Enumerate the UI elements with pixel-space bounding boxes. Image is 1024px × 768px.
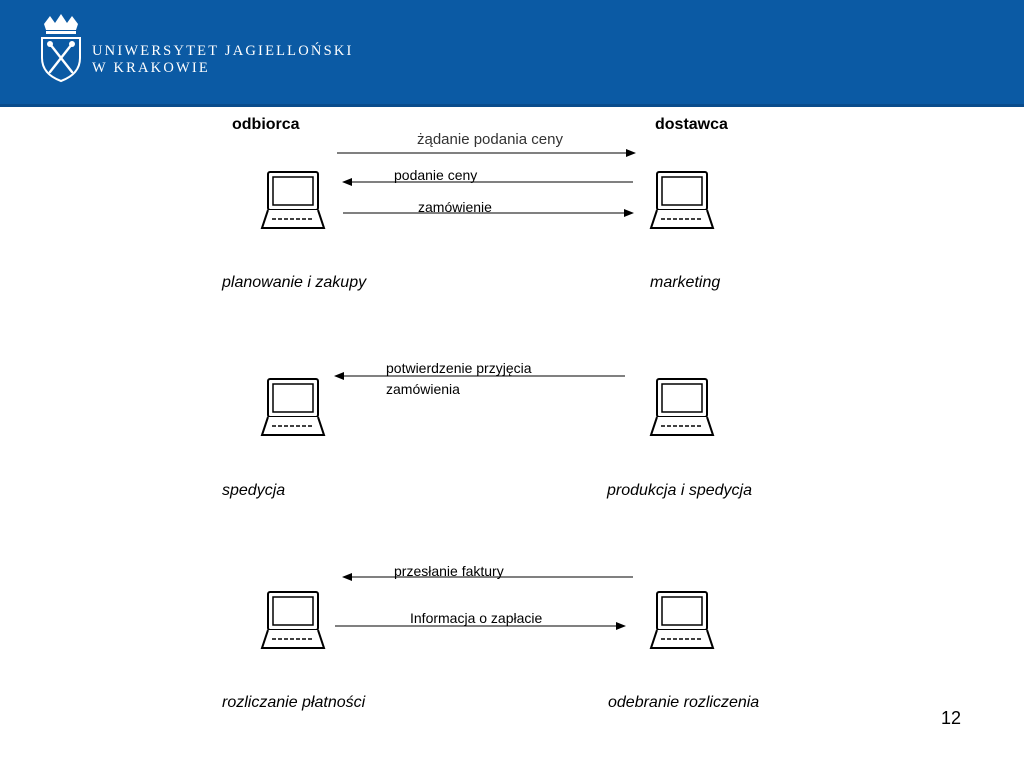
message-label: żądanie podania ceny — [417, 131, 563, 148]
department-label-left: planowanie i zakupy — [222, 274, 367, 291]
computer-icon — [649, 591, 715, 649]
department-label-right: marketing — [650, 274, 721, 291]
department-label-left: spedycja — [222, 482, 286, 499]
page-number: 12 — [941, 708, 962, 728]
role-supplier-heading: dostawca — [655, 116, 728, 133]
message-label: przesłanie faktury — [394, 563, 504, 579]
message-label: zamówienia — [386, 381, 460, 397]
university-crest-icon — [41, 14, 81, 83]
department-label-right: produkcja i spedycja — [607, 482, 752, 499]
department-label-left: rozliczanie płatności — [222, 694, 366, 711]
role-buyer-heading: odbiorca — [232, 116, 300, 133]
message-label: zamówienie — [418, 199, 492, 215]
department-label-right: odebranie rozliczenia — [608, 694, 760, 711]
header-bar: UNIWERSYTET JAGIELLOŃSKI W KRAKOWIE — [0, 0, 1024, 107]
university-name-line1: UNIWERSYTET JAGIELLOŃSKI — [92, 43, 354, 59]
university-name: UNIWERSYTET JAGIELLOŃSKI W KRAKOWIE — [92, 43, 354, 77]
message-label: potwierdzenie przyjęcia — [386, 360, 532, 376]
message-label: Informacja o zapłacie — [410, 610, 543, 626]
computer-icon — [260, 591, 326, 649]
computer-icon — [649, 378, 715, 436]
university-name-line2: W KRAKOWIE — [92, 60, 210, 76]
computer-icon — [260, 378, 326, 436]
message-label: podanie ceny — [394, 167, 478, 183]
computer-icon — [649, 171, 715, 229]
computer-icon — [260, 171, 326, 229]
